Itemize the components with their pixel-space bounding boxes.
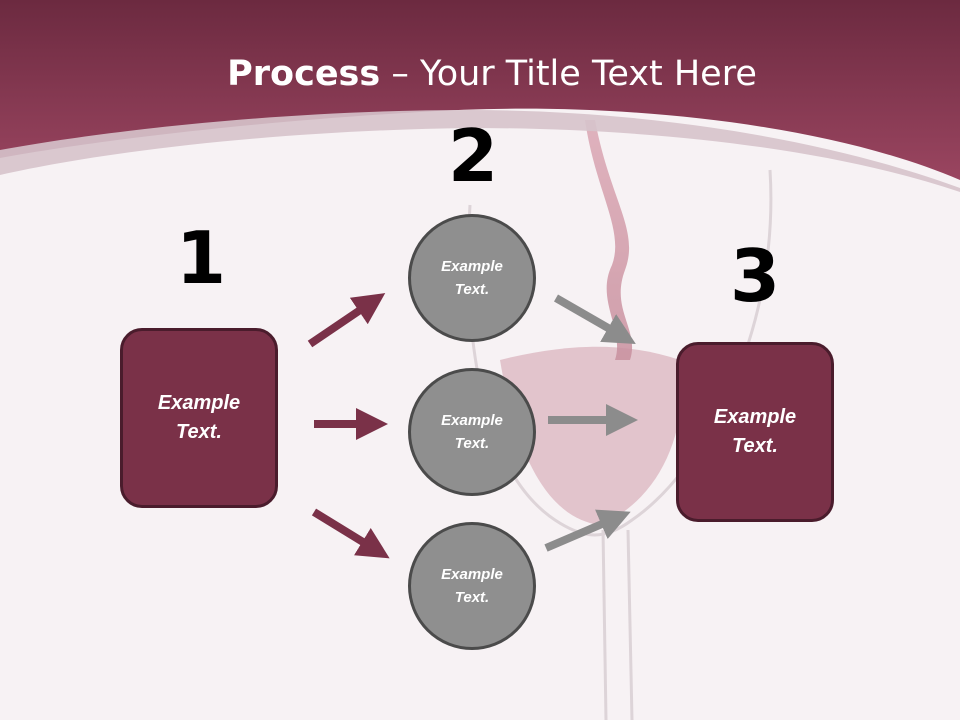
step-3-box: Example Text. — [676, 342, 834, 522]
step-1-text-line1: Example — [157, 392, 241, 414]
step-number-3: 3 — [730, 234, 781, 318]
step-2-circle-bottom: Example Text. — [408, 522, 536, 650]
step-number-1: 1 — [176, 216, 227, 300]
title-bold: Process — [227, 54, 381, 94]
step-2-circle-middle: Example Text. — [408, 368, 536, 496]
step-2-circle-top: Example Text. — [408, 214, 536, 342]
title-rest: – Your Title Text Here — [380, 54, 757, 94]
step-3-text-line1: Example — [713, 406, 797, 428]
slide-title: Process – Your Title Text Here — [0, 52, 960, 96]
step-1-text-line2: Text. — [176, 421, 222, 443]
circle-text-line1: Example — [441, 258, 503, 275]
circle-text-line2: Text. — [454, 435, 490, 452]
step-1-box: Example Text. — [120, 328, 278, 508]
circle-text-line2: Text. — [454, 281, 490, 298]
step-3-text-line2: Text. — [732, 435, 778, 457]
circle-text-line2: Text. — [454, 589, 490, 606]
header-band — [0, 0, 960, 180]
step-number-2: 2 — [448, 114, 499, 198]
circle-text-line1: Example — [441, 412, 503, 429]
circle-text-line1: Example — [441, 566, 503, 583]
header-swoosh — [0, 110, 960, 192]
